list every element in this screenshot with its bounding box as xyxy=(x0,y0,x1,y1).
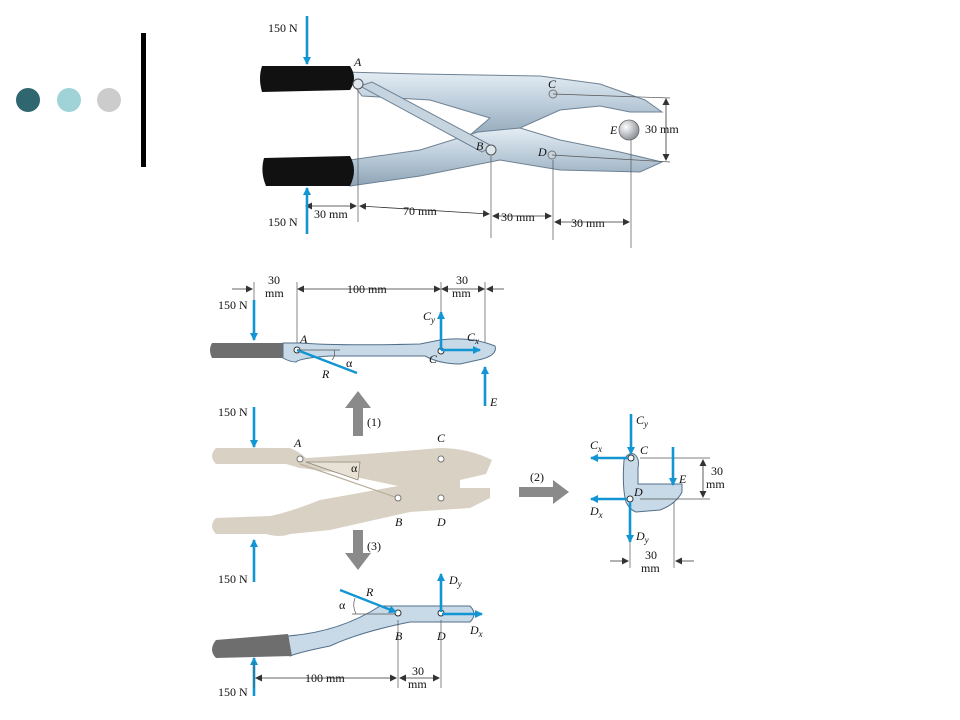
lower-jaw-fbd: R α B D Dy Dx 150 N 100 mm 30 mm xyxy=(212,573,483,699)
pin-a xyxy=(352,78,364,90)
detail-label-dy: Dy xyxy=(635,529,649,545)
upper-dim-left-1: 30 xyxy=(268,273,280,287)
detail-label-d: D xyxy=(633,485,643,499)
arrow-1-icon xyxy=(345,391,371,436)
upper-dim-mid: 100 mm xyxy=(347,282,387,296)
middle-force-top: 150 N xyxy=(218,405,248,419)
upper-force-label: 150 N xyxy=(218,298,248,312)
upper-handle xyxy=(342,71,664,141)
lower-force-label: 150 N xyxy=(218,685,248,699)
detail-dim-right-2: mm xyxy=(706,477,725,491)
lower-jaw-body xyxy=(287,605,475,657)
arrow-3-icon xyxy=(345,530,371,570)
dim-30-b: 30 mm xyxy=(501,210,535,224)
dim-30-c: 30 mm xyxy=(571,216,605,230)
upper-jaw-fbd: 30 mm 100 mm 30 mm 150 N A C R α E Cy Cx xyxy=(210,273,504,409)
lower-label-dy: Dy xyxy=(448,573,462,589)
dim-30-a: 30 mm xyxy=(314,207,348,221)
lower-label-r: R xyxy=(365,585,374,599)
middle-pliers-body xyxy=(212,448,492,536)
bottom-force-label: 150 N xyxy=(268,215,298,229)
middle-force-bottom: 150 N xyxy=(218,572,248,586)
upper-dim-right-2: mm xyxy=(452,286,471,300)
upper-label-c: C xyxy=(429,352,438,366)
label-e: E xyxy=(609,123,618,137)
upper-jaw-body xyxy=(282,338,496,365)
label-b: B xyxy=(476,139,484,153)
lower-label-alpha: α xyxy=(339,598,346,612)
slide-dot-light xyxy=(57,88,81,112)
lower-label-d: D xyxy=(436,629,446,643)
upper-jaw-grip xyxy=(210,343,283,358)
middle-label-c: C xyxy=(437,431,446,445)
force-r-line xyxy=(296,348,358,375)
detail-label-dx: Dx xyxy=(589,504,603,520)
top-force-label: 150 N xyxy=(268,21,298,35)
arrow-2-icon xyxy=(519,480,569,504)
detail-label-cx: Cx xyxy=(590,438,602,454)
lower-label-b: B xyxy=(395,629,403,643)
middle-label-d: D xyxy=(436,515,446,529)
middle-label-alpha: α xyxy=(351,461,358,475)
upper-label-cy: Cy xyxy=(423,309,435,325)
pin-b xyxy=(485,144,497,156)
upper-label-a: A xyxy=(299,332,308,346)
detail-label-c: C xyxy=(640,443,649,457)
slide-divider-bar xyxy=(141,33,146,167)
upper-label-r: R xyxy=(321,367,330,381)
slide-dot-gray xyxy=(97,88,121,112)
detail-label-cy: Cy xyxy=(636,413,648,429)
lower-handle xyxy=(349,127,664,187)
middle-pliers: 150 N 150 N A C B D α (1) (2) (3) xyxy=(212,391,569,586)
upper-grip xyxy=(260,66,354,92)
label-d: D xyxy=(537,145,547,159)
top-pliers: 150 N 150 N A B C D E 30 mm 30 mm 70 mm … xyxy=(260,16,679,248)
arrow-2-label: (2) xyxy=(530,470,544,484)
upper-dim-left-2: mm xyxy=(265,286,284,300)
middle-label-a: A xyxy=(293,436,302,450)
detail-dim-right-1: 30 xyxy=(711,464,723,478)
arrow-1-label: (1) xyxy=(367,415,381,429)
detail-dim-bottom-2: mm xyxy=(641,561,660,575)
ball-e xyxy=(618,119,640,141)
lower-dim-right-2: mm xyxy=(408,677,427,691)
lower-force-r-arrow xyxy=(339,588,397,614)
jaw-detail-fbd: Cy C Cx E D Dx Dy 30 mm 30 mm xyxy=(589,413,725,575)
upper-label-alpha: α xyxy=(346,356,353,370)
slide-dot-dark xyxy=(16,88,40,112)
opening-dim: 30 mm xyxy=(645,122,679,136)
detail-dim-bottom-1: 30 xyxy=(645,548,657,562)
lower-dim-mid: 100 mm xyxy=(305,671,345,685)
middle-label-b: B xyxy=(395,515,403,529)
upper-label-e: E xyxy=(489,395,498,409)
detail-label-e: E xyxy=(678,472,687,486)
label-c: C xyxy=(548,77,557,91)
dim-70: 70 mm xyxy=(403,204,437,218)
upper-label-cx: Cx xyxy=(467,330,479,346)
lower-label-dx: Dx xyxy=(469,623,483,639)
lower-jaw-grip xyxy=(212,634,292,658)
arrow-3-label: (3) xyxy=(367,539,381,553)
upper-dim-right-1: 30 xyxy=(456,273,468,287)
lower-dim-right-1: 30 xyxy=(412,664,424,678)
lower-grip xyxy=(262,156,354,186)
label-a: A xyxy=(353,55,362,69)
